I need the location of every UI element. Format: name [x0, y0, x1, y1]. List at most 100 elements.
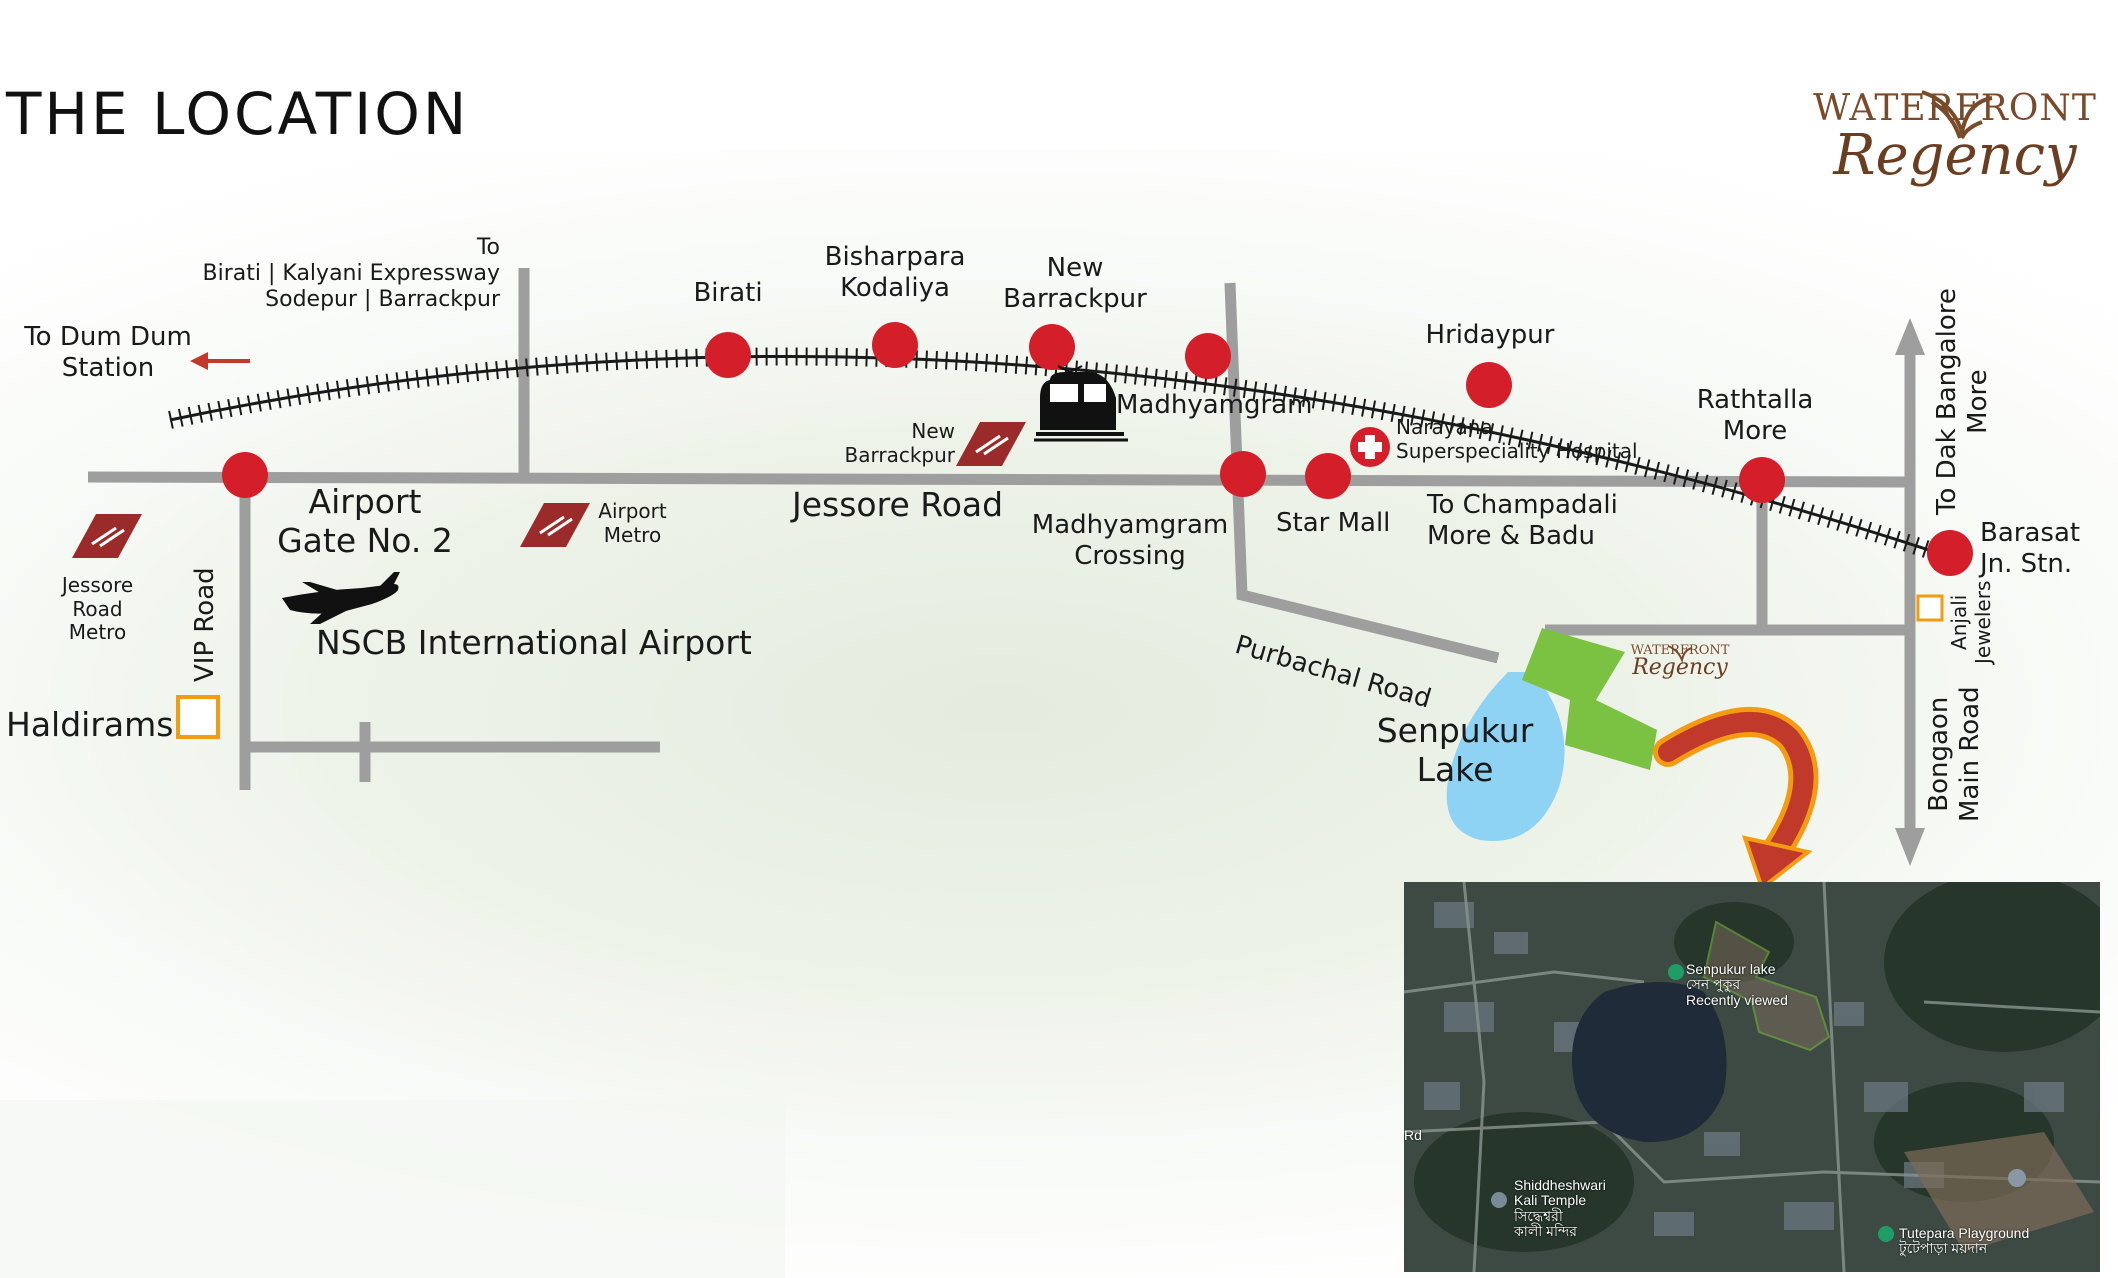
arrow-up-icon: [1895, 318, 1925, 355]
dot-bisharpara: [872, 322, 918, 368]
label-hridaypur: Hridaypur: [1425, 320, 1555, 350]
label-new-barrackpur: New Barrackpur: [990, 253, 1160, 314]
label-bisharpara: Bisharpara Kodaliya: [815, 242, 975, 303]
senpukur-lake: [1446, 672, 1565, 841]
inset-playground-label: Tutepara Playground টুটেপাড়া ময়দান: [1899, 1225, 2030, 1257]
label-jessore-metro-line3: Metro: [68, 620, 127, 645]
inset-lake-name: Senpukur lake: [1686, 961, 1776, 977]
inset-temple-label: Shiddheshwari Kali Temple সিদ্ধেশ্বরী কা…: [1514, 1177, 1606, 1240]
label-new-barrackpur-line2: Barrackpur: [1003, 283, 1147, 314]
label-bongaon-line2: Main Road: [1954, 686, 1985, 822]
label-haldirams: Haldirams: [6, 705, 174, 744]
playground-area: [1904, 1132, 2094, 1252]
label-barasat-line2: Jn. Stn.: [1980, 548, 2073, 579]
arrow-down-icon: [1895, 828, 1925, 866]
shield-icon: [2008, 1169, 2026, 1187]
label-bisharpara-line2: Kodaliya: [840, 272, 950, 303]
metro-icon: [72, 514, 142, 558]
label-to-birati: To Birati | Kalyani Expressway Sodepur |…: [180, 235, 500, 313]
label-to-dak-bangalore: To Dak Bangalore More: [1932, 288, 1993, 515]
roads: [87, 268, 1916, 830]
inset-temple-local-line2: কালী মন্দির: [1514, 1223, 1577, 1240]
brand-logo: WATERFRONT Regency: [1805, 88, 2105, 188]
bird-logo-icon: [1667, 645, 1693, 664]
haldirams-marker: [176, 695, 220, 739]
metro-icon: [520, 503, 590, 547]
label-new-barrackpur-metro: New Barrackpur: [820, 419, 956, 467]
metro-icon: [956, 422, 1026, 466]
inset-recently-viewed: Recently viewed: [1686, 991, 1788, 1008]
label-barasat-line1: Barasat: [1980, 518, 2081, 548]
label-to-dum-dum-line2: Station: [61, 352, 155, 383]
label-star-mall: Star Mall: [1276, 508, 1391, 538]
site-boundary: [1702, 920, 1831, 1052]
dot-rathtalla: [1739, 457, 1785, 503]
arrow-left-icon: [190, 352, 250, 370]
label-senpukur-line1: Senpukur: [1376, 711, 1534, 750]
inset-edge-text: Rd: [1404, 1127, 1422, 1143]
label-new-barrackpur-line1: New: [1046, 253, 1104, 283]
label-narayana-line1: Narayana: [1396, 415, 1493, 439]
page-title: THE LOCATION: [6, 80, 470, 148]
label-new-barrackpur-metro-line1: New: [911, 419, 955, 443]
label-nscb-airport: NSCB International Airport: [316, 623, 752, 662]
curved-arrow-icon: [1653, 706, 1819, 892]
label-senpukur-line2: Lake: [1416, 749, 1494, 789]
inset-temple-local-line1: সিদ্ধেশ্বরী: [1514, 1207, 1563, 1224]
label-jessore-metro-line1: Jessore: [61, 573, 134, 597]
label-vip-road: VIP Road: [190, 567, 220, 682]
label-rathtalla-line2: More: [1722, 415, 1788, 446]
label-madhyamgram-crossing-line1: Madhyamgram: [1031, 510, 1229, 540]
label-anjali-line1: Anjali: [1947, 594, 1971, 650]
hospital-icon: [1350, 427, 1390, 467]
station-dots: [222, 322, 1973, 576]
label-to-dum-dum-line1: To Dum Dum: [24, 322, 192, 352]
label-jessore-road: Jessore Road: [792, 485, 1004, 524]
label-jessore-metro: Jessore Road Metro: [40, 573, 155, 645]
site-logo: WATERFRONT Regency: [1615, 643, 1745, 680]
label-rathtalla: Rathtalla More: [1680, 385, 1830, 446]
label-senpukur-lake: Senpukur Lake: [1360, 711, 1550, 790]
label-to-birati-line1: To: [476, 235, 500, 260]
label-to-champadali-line1: To Champadali: [1427, 490, 1618, 520]
satellite-lake: [1572, 982, 1727, 1143]
inset-playground-name: Tutepara Playground: [1899, 1225, 2030, 1241]
label-to-champadali: To Champadali More & Badu: [1427, 490, 1618, 551]
label-to-birati-line3: Sodepur | Barrackpur: [265, 286, 500, 312]
airplane-icon: [282, 572, 400, 624]
dot-madhyamgram-crossing: [1220, 451, 1266, 497]
dot-star-mall: [1305, 453, 1351, 499]
map-pin-icon: [1491, 964, 1894, 1242]
label-airport-metro-line2: Metro: [603, 522, 662, 547]
label-rathtalla-line1: Rathtalla: [1696, 385, 1814, 415]
label-anjali-line2: Jewelers: [1970, 580, 1995, 664]
label-narayana-line2: Superspeciality Hospital: [1396, 438, 1638, 463]
bird-logo-icon: [1921, 90, 1993, 140]
label-airport-gate-line2: Gate No. 2: [277, 520, 453, 560]
label-to-dum-dum: To Dum Dum Station: [18, 322, 198, 383]
inset-streets: [1404, 882, 2100, 1272]
satellite-drawing: [1404, 882, 2100, 1272]
road-arrows: [1895, 318, 1925, 866]
label-anjali-jewelers: Anjali Jewelers: [1947, 580, 1995, 664]
label-bisharpara-line1: Bisharpara: [824, 242, 966, 272]
dot-birati: [705, 332, 751, 378]
dot-barasat: [1927, 530, 1973, 576]
label-bongaon-line1: Bongaon: [1924, 696, 1954, 812]
brand-name: WATERFRONT: [1813, 88, 2097, 129]
label-barasat: Barasat Jn. Stn.: [1980, 518, 2080, 579]
fade-panel: [0, 1100, 785, 1278]
inset-lake-local: সেন পুকুর: [1686, 976, 1741, 993]
label-airport-gate-line1: Airport: [308, 482, 422, 521]
label-madhyamgram-crossing: Madhyamgram Crossing: [1020, 510, 1240, 571]
label-new-barrackpur-metro-line2: Barrackpur: [844, 442, 956, 467]
inset-temple-line2: Kali Temple: [1514, 1192, 1587, 1209]
label-to-champadali-line2: More & Badu: [1427, 520, 1596, 551]
dot-airport-gate: [222, 452, 268, 498]
brand-script: Regency: [1833, 123, 2077, 188]
dot-new-barrackpur: [1029, 324, 1075, 370]
label-birati: Birati: [693, 278, 763, 308]
dot-hridaypur: [1466, 362, 1512, 408]
